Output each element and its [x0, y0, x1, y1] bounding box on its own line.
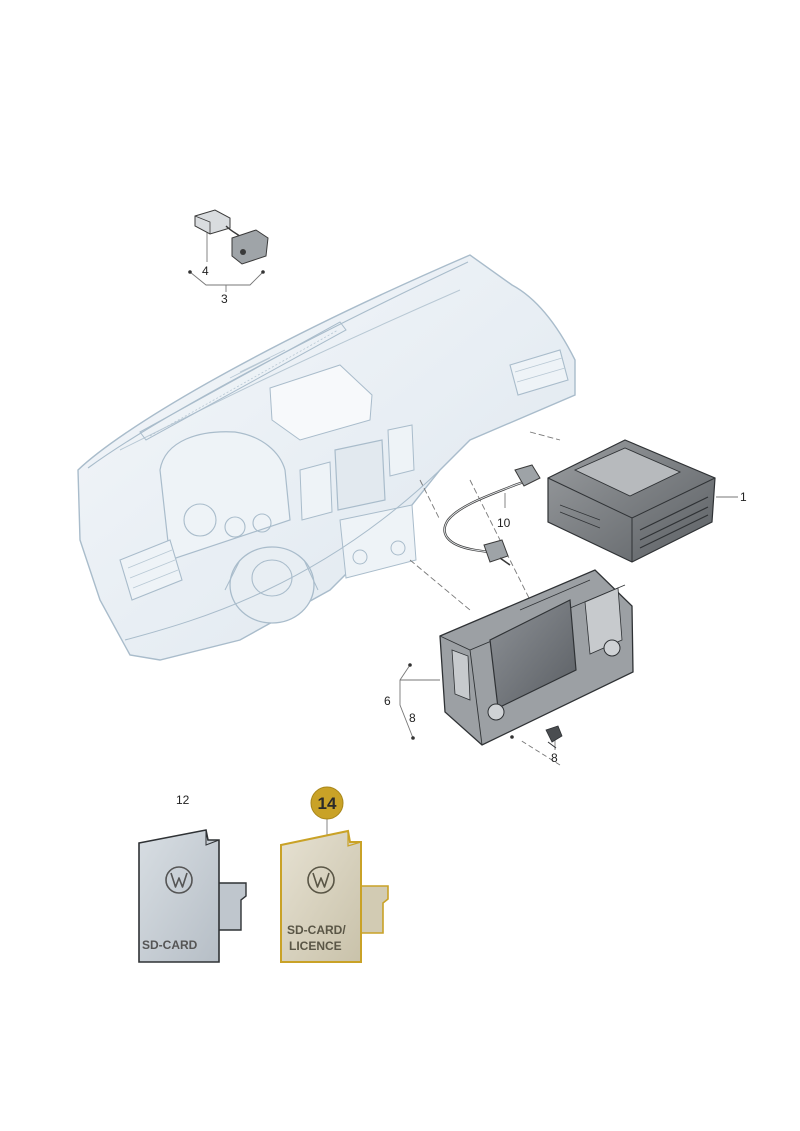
display-unit-part-6 — [439, 569, 634, 746]
clip-part-8 — [545, 725, 563, 749]
vw-logo-icon — [165, 866, 193, 894]
bracket-dot — [411, 736, 415, 740]
leader-lines — [189, 230, 738, 835]
badge-number: 14 — [318, 794, 337, 813]
callout-10[interactable]: 10 — [497, 516, 511, 530]
callout-4[interactable]: 4 — [202, 264, 209, 278]
callout-12[interactable]: 12 — [176, 793, 190, 807]
callout-8-left[interactable]: 8 — [409, 711, 416, 725]
connector-part-4 — [188, 209, 269, 274]
highlight-badge-14[interactable]: 14 — [310, 786, 344, 820]
callout-8-right[interactable]: 8 — [551, 751, 558, 765]
control-unit-part-1 — [547, 439, 716, 563]
sd-card-licence-label-line2: LICENCE — [289, 939, 342, 953]
vw-logo-icon — [307, 866, 335, 894]
cable-part-10 — [443, 464, 541, 566]
sd-card-licence-part-14[interactable]: SD-CARD/ LICENCE — [280, 829, 389, 963]
callout-3[interactable]: 3 — [221, 292, 228, 306]
dashboard-illustration — [77, 254, 576, 661]
sd-card-label: SD-CARD — [142, 938, 198, 952]
sd-card-licence-label-line1: SD-CARD/ — [287, 923, 346, 937]
callout-6[interactable]: 6 — [384, 694, 391, 708]
sd-card-part-12[interactable]: SD-CARD — [138, 829, 247, 963]
bracket-dot — [408, 663, 412, 667]
callout-1[interactable]: 1 — [740, 490, 747, 504]
